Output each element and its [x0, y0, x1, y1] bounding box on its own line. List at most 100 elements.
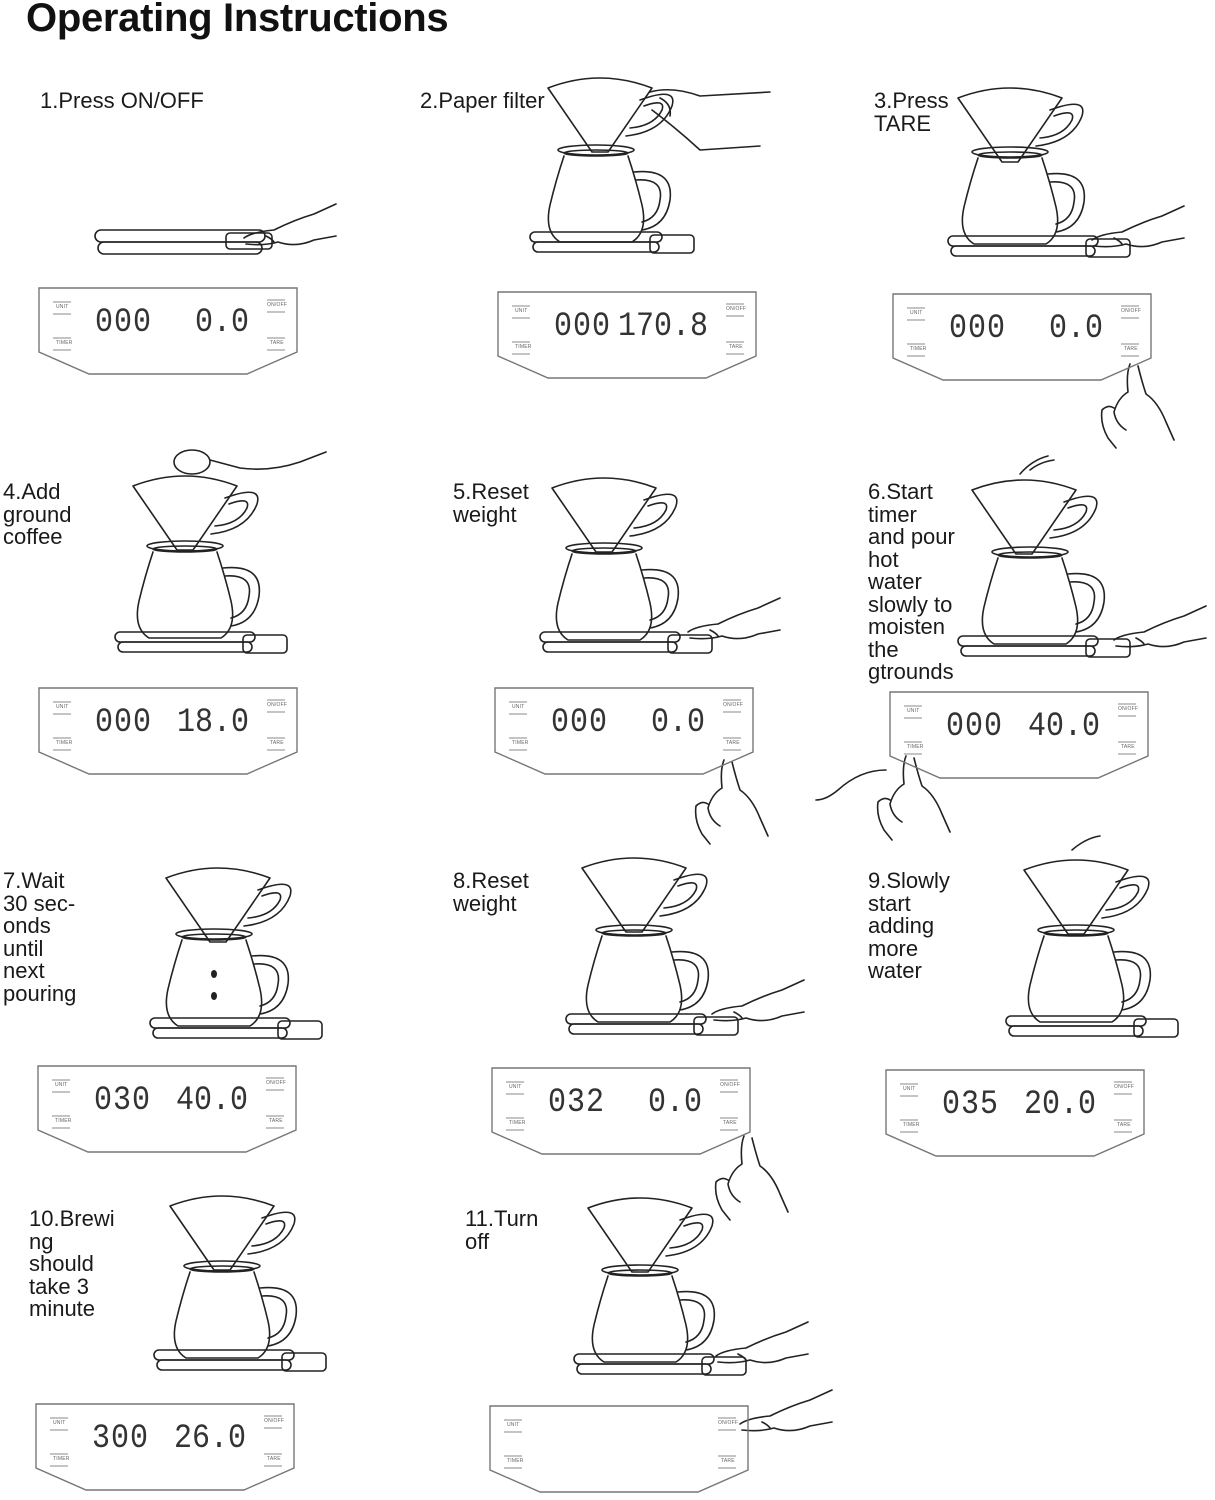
tare-button-label: TARE — [270, 740, 284, 746]
timer-button-label: TIMER — [56, 340, 73, 346]
onoff-button-label: ON/OFF — [267, 702, 288, 708]
panel-outline — [38, 687, 298, 775]
panel-outline — [37, 1065, 297, 1153]
timer-button-label: TIMER — [903, 1122, 920, 1128]
onoff-button-label: ON/OFF — [726, 306, 747, 312]
tare-button-label: TARE — [723, 1120, 737, 1126]
tare-button-label: TARE — [1117, 1122, 1131, 1128]
panel-outline — [489, 1405, 749, 1493]
step-5-scene — [540, 478, 780, 844]
timer-readout: 032 — [548, 1083, 606, 1123]
timer-readout: 000 — [95, 703, 153, 743]
unit-button-label: UNIT — [907, 708, 920, 714]
step-2-label: 2.Paper filter — [420, 88, 545, 113]
timer-readout: 000 — [554, 307, 612, 347]
tare-button-label: TARE — [270, 340, 284, 346]
tare-button-label: TARE — [729, 344, 743, 350]
unit-button-label: UNIT — [56, 704, 69, 710]
timer-readout: 300 — [92, 1419, 150, 1459]
timer-button-label: TIMER — [56, 740, 73, 746]
scale-display-panel: UNIT TIMER ON/OFF TARE 032 0.0 — [490, 1066, 752, 1156]
timer-readout: 000 — [949, 309, 1007, 349]
weight-readout: 0.0 — [1048, 309, 1103, 349]
step-7-scene — [150, 868, 322, 1039]
timer-button-label: TIMER — [509, 1120, 526, 1126]
onoff-button-label: ON/OFF — [267, 302, 288, 308]
onoff-button-label: ON/OFF — [723, 702, 744, 708]
step-6-scene — [816, 456, 1206, 840]
scale-display-panel: UNIT TIMER ON/OFF TARE 000 0.0 — [37, 286, 299, 376]
onoff-button-label: ON/OFF — [1118, 706, 1139, 712]
unit-button-label: UNIT — [56, 304, 69, 310]
unit-button-label: UNIT — [55, 1082, 68, 1088]
step-3-label: 3.Press TARE — [874, 88, 949, 136]
weight-readout: 0.0 — [650, 703, 705, 743]
scale-display-panel: UNIT TIMER ON/OFF TARE 000 40.0 — [888, 690, 1150, 780]
timer-button-label: TIMER — [907, 744, 924, 750]
tare-button-label: TARE — [1124, 346, 1138, 352]
weight-readout: 0.0 — [194, 303, 249, 343]
step-4-label: 4.Add ground coffee — [3, 479, 72, 549]
panel-outline — [885, 1069, 1145, 1157]
onoff-button-label: ON/OFF — [720, 1082, 741, 1088]
scale-display-panel: UNIT TIMER ON/OFF TARE 300 26.0 — [34, 1402, 296, 1492]
tare-button-label: TARE — [726, 740, 740, 746]
panel-outline — [892, 293, 1152, 381]
page-title: Operating Instructions — [26, 0, 449, 40]
weight-readout: 0.0 — [647, 1083, 702, 1123]
panel-outline — [35, 1403, 295, 1491]
onoff-button-label: ON/OFF — [264, 1418, 285, 1424]
onoff-button-label: ON/OFF — [1114, 1084, 1135, 1090]
step-11-scene — [574, 1198, 832, 1431]
tare-button-label: TARE — [267, 1456, 281, 1462]
step-2-scene — [530, 78, 770, 253]
timer-readout: 000 — [95, 303, 153, 343]
timer-button-label: TIMER — [515, 344, 532, 350]
tare-button-label: TARE — [1121, 744, 1135, 750]
unit-button-label: UNIT — [910, 310, 923, 316]
step-1-label: 1.Press ON/OFF — [40, 88, 204, 113]
timer-button-label: TIMER — [53, 1456, 70, 1462]
step-7-label: 7.Wait 30 sec- onds until next pouring — [3, 868, 77, 1006]
step-5-label: 5.Reset weight — [453, 479, 529, 527]
timer-readout: 000 — [551, 703, 609, 743]
panel-outline — [497, 291, 757, 379]
tare-button-label: TARE — [269, 1118, 283, 1124]
weight-readout: 26.0 — [173, 1419, 246, 1459]
timer-button-label: TIMER — [55, 1118, 72, 1124]
unit-button-label: UNIT — [53, 1420, 66, 1426]
step-4-scene — [115, 450, 326, 653]
step-9-label: 9.Slowly start adding more water — [868, 868, 950, 983]
step-9-scene — [1006, 836, 1178, 1037]
unit-button-label: UNIT — [507, 1422, 520, 1428]
timer-readout: 000 — [946, 707, 1004, 747]
panel-outline — [491, 1067, 751, 1155]
weight-readout: 170.8 — [617, 307, 708, 347]
weight-readout: 20.0 — [1023, 1085, 1096, 1125]
panel-outline — [38, 287, 298, 375]
step-10-scene — [154, 1196, 326, 1371]
weight-readout: 40.0 — [1027, 707, 1100, 747]
step-8-label: 8.Reset weight — [453, 868, 529, 916]
step-1-scene — [95, 204, 336, 254]
weight-readout: 18.0 — [176, 703, 249, 743]
step-3-scene — [948, 88, 1184, 448]
timer-readout: 030 — [94, 1081, 152, 1121]
scale-display-panel: UNIT TIMER ON/OFF TARE 000 18.0 — [37, 686, 299, 776]
timer-button-label: TIMER — [512, 740, 529, 746]
unit-button-label: UNIT — [509, 1084, 522, 1090]
unit-button-label: UNIT — [515, 308, 528, 314]
timer-button-label: TIMER — [910, 346, 927, 352]
step-10-label: 10.Brewi ng should take 3 minute — [29, 1206, 115, 1321]
step-8-scene — [566, 858, 804, 1220]
panel-outline — [494, 687, 754, 775]
unit-button-label: UNIT — [903, 1086, 916, 1092]
tare-button-label: TARE — [721, 1458, 735, 1464]
